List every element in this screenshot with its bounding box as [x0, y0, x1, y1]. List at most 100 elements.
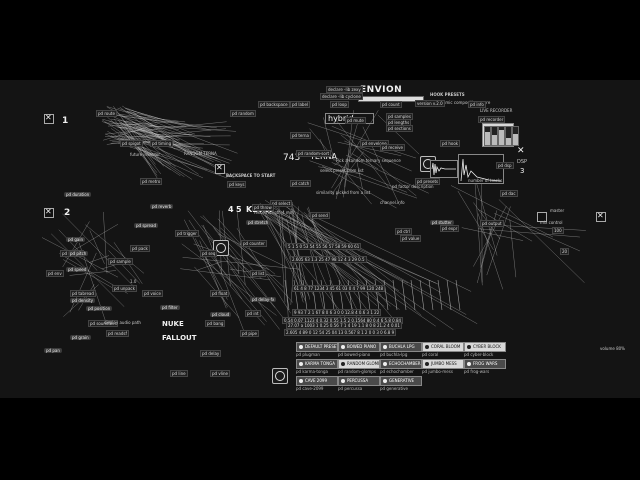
object-box[interactable]: pd count — [380, 101, 402, 108]
preset-button[interactable]: GENERATIVE — [380, 376, 422, 386]
object-box[interactable]: pd random — [230, 110, 256, 117]
preset-button[interactable]: BUCHLA LPG — [380, 342, 422, 352]
preset-button[interactable]: CAVE 2099 — [296, 376, 338, 386]
object-box[interactable]: pd select — [270, 200, 293, 207]
object-box[interactable]: pd mute — [345, 117, 366, 124]
message-box[interactable]: pd delay-fx — [250, 297, 277, 302]
volume-slider[interactable] — [498, 126, 505, 146]
object-box[interactable]: pd delay — [200, 350, 222, 357]
object-box[interactable]: pd throw — [252, 204, 274, 211]
object-box[interactable]: pd receive — [380, 144, 405, 151]
volume-slider[interactable] — [491, 126, 498, 146]
object-box[interactable]: pd timing — [150, 140, 174, 147]
object-box[interactable]: pd pipe — [240, 330, 259, 337]
object-box[interactable]: pd ctrl — [395, 228, 412, 235]
message-box[interactable]: pd grain — [70, 335, 91, 340]
object-box[interactable]: pd route — [96, 110, 117, 117]
message-box[interactable]: pd position — [86, 306, 113, 311]
patch-canvas[interactable]: ENVION hybrid algorithmic composition sc… — [0, 80, 640, 398]
object-box[interactable]: declare -lib cyclone — [320, 93, 363, 100]
object-box[interactable]: pd trigger — [175, 230, 199, 237]
toggle-gain[interactable] — [537, 212, 547, 222]
object-box[interactable]: pd bang — [205, 320, 226, 327]
object-box[interactable]: pd send — [310, 212, 330, 219]
preset-button[interactable]: FROG WARS — [464, 359, 506, 369]
preset-button[interactable]: CORAL BLOOM — [422, 342, 464, 352]
object-box[interactable]: pd random-sort — [296, 150, 332, 157]
message-box[interactable]: pd pitch — [68, 251, 89, 256]
number-list[interactable]: 27.07 a 1003 1 0.25 0.56 7 1 4 19 1.1 8 … — [286, 322, 402, 329]
message-box[interactable]: pd stutter — [430, 220, 454, 225]
object-box[interactable]: declare -lib zexy — [326, 86, 363, 93]
object-box[interactable]: pd backspace — [258, 101, 290, 108]
preset-button[interactable]: KARMA TONGA — [296, 359, 338, 369]
object-box[interactable]: pd label — [290, 101, 311, 108]
object-box[interactable]: pd counter — [241, 240, 267, 247]
object-box[interactable]: pd dac — [500, 190, 518, 197]
object-box[interactable]: pd voice — [142, 290, 163, 297]
message-box[interactable]: pd gain — [66, 237, 85, 242]
toggle-section-2[interactable] — [44, 207, 54, 218]
object-box[interactable]: pd tabread — [70, 290, 96, 297]
message-box[interactable]: pd speed — [66, 267, 89, 272]
volume-slider[interactable] — [512, 126, 519, 146]
object-box[interactable]: pd seq — [200, 250, 218, 257]
object-box[interactable]: pd line — [170, 370, 188, 377]
volume-slider[interactable] — [505, 126, 512, 146]
object-box[interactable]: version v.2.0 — [415, 100, 445, 107]
object-box[interactable]: pd float — [210, 290, 230, 297]
object-box[interactable]: pd unpack — [112, 285, 137, 292]
preset-button[interactable]: DEFAULT PRESET — [296, 342, 338, 352]
preset-button[interactable]: PERCUSSA — [338, 376, 380, 386]
number-list[interactable]: 9 93 7 2 1 67 8 0 6 3 0 0 12.8 4 0.6 3 1… — [292, 309, 382, 316]
object-box[interactable]: pd sections — [386, 125, 413, 132]
object-box[interactable]: pd int — [245, 310, 261, 317]
number-list[interactable]: 2.605 63 1.3 25 47 98 12 4 3 29 0.5 — [290, 256, 367, 263]
object-box[interactable]: pd terna — [290, 132, 311, 139]
message-box[interactable]: pd density — [70, 298, 96, 303]
message-box[interactable]: pd cloud — [210, 312, 232, 317]
message-box[interactable]: pd pan — [44, 348, 62, 353]
message-box[interactable]: pd filter — [160, 305, 180, 310]
preset-button[interactable]: JUMBO MESS — [422, 359, 464, 369]
object-box[interactable]: pd metro — [140, 178, 163, 185]
object-box[interactable]: pd list — [250, 270, 267, 277]
message-box[interactable]: pd stretch — [246, 220, 271, 225]
value-b-box[interactable]: 20 — [560, 248, 570, 255]
object-box[interactable]: pd readsf — [106, 330, 129, 337]
number-list[interactable]: 61 4 8 77 1234 3 45 61 03 0 4 7 99 120 2… — [292, 285, 386, 292]
object-box[interactable]: pd spigot — [120, 140, 143, 147]
object-box[interactable]: pd vline — [210, 370, 230, 377]
object-box[interactable]: pd presets — [415, 178, 441, 185]
object-box[interactable]: pd dsp — [496, 162, 514, 169]
object-box[interactable]: pd envelope — [360, 140, 389, 147]
preset-button[interactable]: RANDOM GLOMPS — [338, 359, 380, 369]
message-box[interactable]: pd duration — [64, 192, 92, 197]
object-box[interactable]: pd expr — [440, 225, 460, 232]
object-box[interactable]: pd hook — [440, 140, 461, 147]
object-box[interactable]: pd keys — [227, 181, 247, 188]
toggle-section-1[interactable] — [44, 113, 54, 124]
number-list[interactable]: 2.605 4 89 0 12 54 25 04 13 0.567 8 1 2 … — [284, 329, 397, 336]
object-box[interactable]: pd sample — [108, 258, 133, 265]
number-list[interactable]: 5 1 5 0 53 54 55 56 57 58 59 60 61 — [286, 243, 362, 250]
close-icon[interactable]: ✕ — [517, 146, 525, 156]
value-a-box[interactable]: 100 — [552, 227, 564, 234]
object-box[interactable]: pd soundfiler — [88, 320, 119, 327]
preset-button[interactable]: BOWED PIANO — [338, 342, 380, 352]
object-box[interactable]: pd catch — [290, 180, 312, 187]
volume-slider[interactable] — [484, 126, 491, 146]
message-box[interactable]: pd reverb — [150, 204, 174, 209]
object-box[interactable]: pd pack — [130, 245, 150, 252]
object-box[interactable]: pd info — [468, 101, 486, 108]
object-box[interactable]: pd loop — [330, 101, 349, 108]
toggle-master[interactable] — [596, 211, 606, 222]
object-box[interactable]: pd output — [480, 220, 504, 227]
main-bang-button[interactable] — [272, 368, 288, 384]
object-box[interactable]: pd recorder — [478, 116, 506, 123]
message-box[interactable]: pd spread — [134, 223, 158, 228]
object-box[interactable]: pd value — [400, 235, 422, 242]
object-box[interactable]: pd env — [46, 270, 64, 277]
preset-button[interactable]: CYBER BLOCK — [464, 342, 506, 352]
toggle-random[interactable] — [215, 163, 225, 174]
